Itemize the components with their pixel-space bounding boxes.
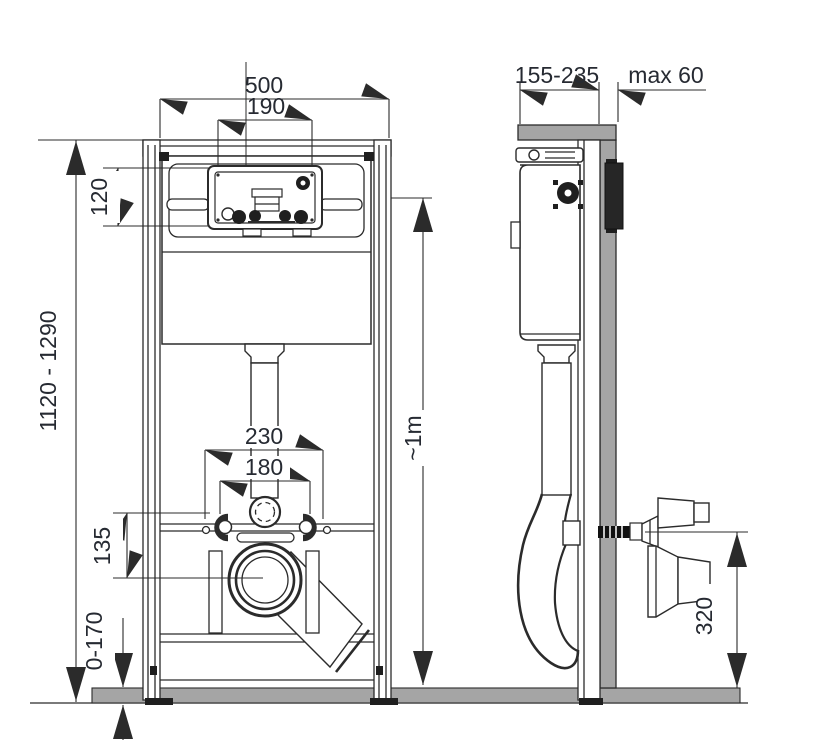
dim-flush-drain-offset: 135	[89, 512, 263, 579]
side-frame-foot	[579, 698, 603, 705]
dim-wall-offset-max: max 60	[617, 62, 706, 122]
inspection-opening	[207, 165, 323, 237]
dim-bolt-spacing-outer-label: 230	[245, 423, 283, 449]
flush-bracket	[251, 188, 283, 198]
dim-foot-range-label: 0-170	[81, 612, 107, 671]
side-view	[510, 124, 711, 705]
dim-plate-height-label: 120	[86, 178, 112, 216]
fixing-slot	[236, 532, 295, 543]
flush-pipe-side	[541, 362, 572, 496]
dim-flush-drain-offset-label: 135	[89, 527, 115, 565]
mounting-plate	[604, 159, 624, 233]
wall-bracket-right	[298, 513, 332, 542]
dim-plate-center-height: ~1m	[391, 197, 435, 685]
grip-bar-left	[166, 198, 210, 211]
dim-frame-width-label: 500	[245, 72, 283, 98]
front-view	[142, 62, 398, 705]
flush-bend-front	[248, 495, 282, 529]
drain-elbow-side	[516, 493, 581, 670]
dim-outlet-height-label: 320	[691, 597, 717, 635]
wall-top-ledge	[517, 124, 617, 141]
dim-depth-range-label: 155-235	[515, 62, 599, 88]
dim-plate-center-height-label: ~1m	[400, 415, 426, 460]
grip-bar-right	[319, 198, 363, 211]
wall-bracket-left	[201, 513, 233, 542]
grip-bar-side	[515, 147, 584, 163]
frame-rail-side	[577, 139, 601, 701]
dim-bolt-spacing-outer: 230	[204, 423, 324, 519]
dim-depth-range: 155-235	[515, 62, 600, 124]
support-struts	[208, 550, 320, 634]
mounting-frame	[142, 139, 392, 701]
dim-plate-width-label: 190	[247, 93, 285, 119]
cistern-side	[510, 147, 584, 496]
dim-install-height: 1120 - 1290	[35, 139, 143, 702]
dim-install-height-label: 1120 - 1290	[35, 310, 61, 431]
supply-fitting	[641, 497, 710, 549]
dim-bolt-spacing-inner: 180	[219, 454, 311, 514]
dim-plate-height: 120	[86, 167, 209, 227]
dim-plate-width: 190	[217, 93, 313, 165]
dim-bolt-spacing-inner-label: 180	[245, 454, 283, 480]
dim-frame-width: 500	[159, 72, 390, 138]
flush-pipe-neck	[537, 344, 576, 364]
frame-feet	[145, 666, 398, 705]
dim-foot-range: 0-170	[81, 607, 133, 740]
dim-outlet-height: 320	[645, 531, 748, 688]
outlet-fitting	[647, 545, 711, 618]
dim-wall-offset-max-label: max 60	[628, 62, 703, 88]
drain-socket-front	[227, 542, 303, 618]
